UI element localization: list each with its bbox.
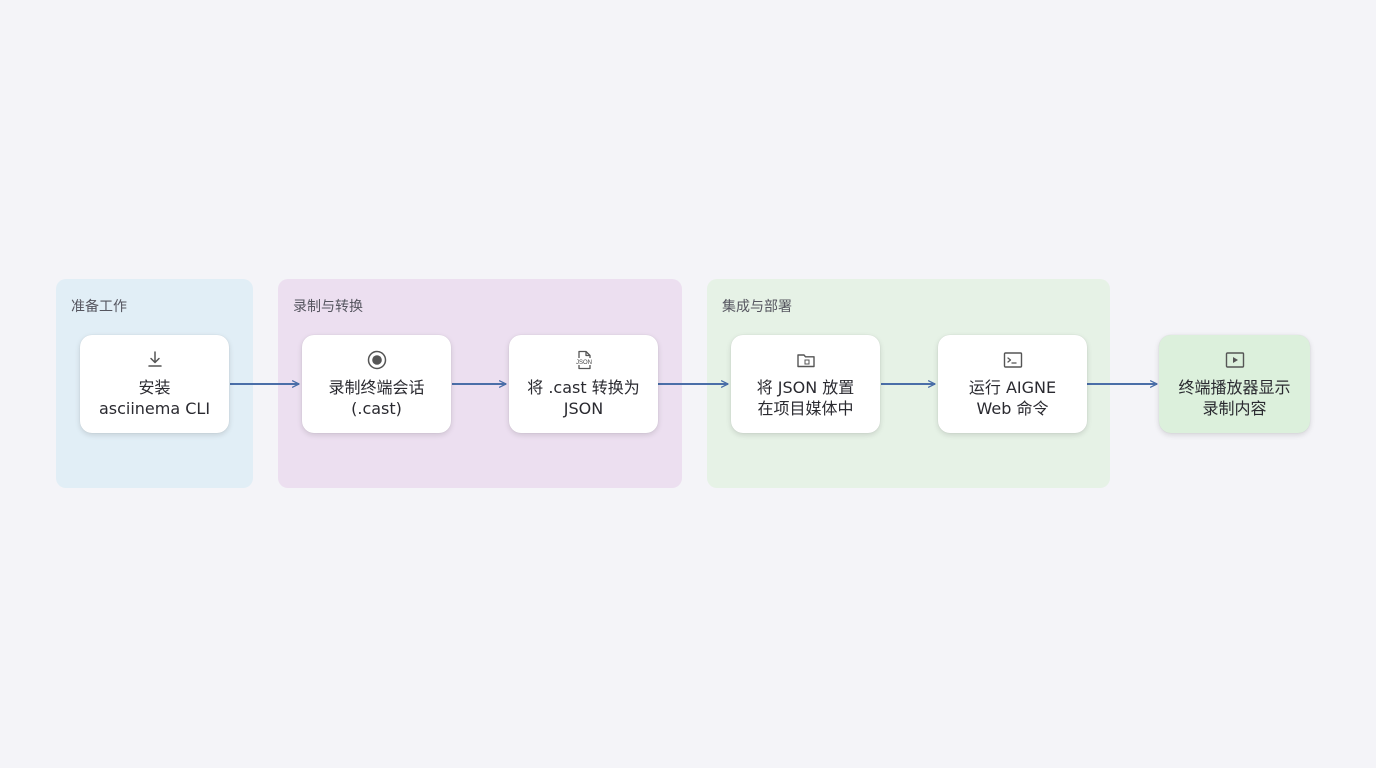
node-player-line-2: 录制内容 xyxy=(1202,399,1267,418)
group-prep-label: 准备工作 xyxy=(71,299,127,315)
node-convert-line-1: 将 .cast 转换为 xyxy=(527,378,640,397)
group-integrate-deploy-label: 集成与部署 xyxy=(722,299,792,315)
folder-icon xyxy=(795,349,817,371)
node-player: 终端播放器显示 录制内容 xyxy=(1159,335,1310,433)
json-file-icon: JSON xyxy=(573,349,595,371)
node-convert: JSON 将 .cast 转换为 JSON xyxy=(509,335,658,433)
node-place-line-2: 在项目媒体中 xyxy=(757,399,854,418)
node-record-line-2: (.cast) xyxy=(351,399,402,418)
node-convert-label: 将 .cast 转换为 JSON xyxy=(513,377,654,419)
node-player-label: 终端播放器显示 录制内容 xyxy=(1163,377,1306,419)
node-install-label: 安装 asciinema CLI xyxy=(84,377,225,419)
terminal-icon xyxy=(1002,349,1024,371)
record-icon xyxy=(366,349,388,371)
node-install-line-2: asciinema CLI xyxy=(98,399,211,418)
node-install: 安装 asciinema CLI xyxy=(80,335,229,433)
node-run-line-1: 运行 AIGNE xyxy=(968,378,1057,397)
play-icon xyxy=(1224,349,1246,371)
node-record: 录制终端会话 (.cast) xyxy=(302,335,451,433)
node-place-line-1: 将 JSON 放置 xyxy=(756,378,855,397)
node-run: 运行 AIGNE Web 命令 xyxy=(938,335,1087,433)
node-install-line-1: 安装 xyxy=(138,378,171,397)
node-place-label: 将 JSON 放置 在项目媒体中 xyxy=(735,377,876,419)
node-record-label: 录制终端会话 (.cast) xyxy=(306,377,447,419)
node-player-line-1: 终端播放器显示 xyxy=(1178,378,1291,397)
node-run-label: 运行 AIGNE Web 命令 xyxy=(942,377,1083,419)
node-record-line-1: 录制终端会话 xyxy=(328,378,425,397)
json-file-icon-text: JSON xyxy=(575,360,591,366)
download-icon xyxy=(144,349,166,371)
group-record-convert-label: 录制与转换 xyxy=(293,299,363,315)
node-run-line-2: Web 命令 xyxy=(976,399,1049,418)
node-place: 将 JSON 放置 在项目媒体中 xyxy=(731,335,880,433)
node-convert-line-2: JSON xyxy=(563,399,604,418)
